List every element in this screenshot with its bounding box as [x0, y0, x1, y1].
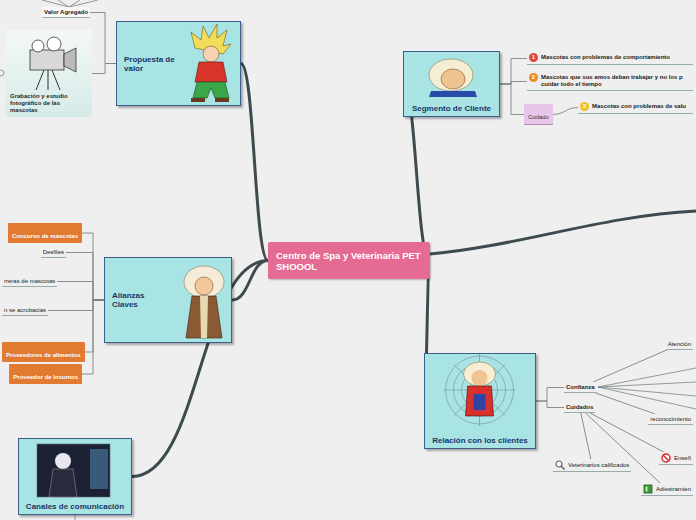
node-text: Enseñ	[674, 454, 691, 462]
illustration	[425, 354, 534, 447]
main-topic: Propuesta de valor	[116, 21, 241, 106]
main-topic: Relación con los clientes	[424, 353, 536, 449]
icon	[661, 453, 671, 463]
node-text: Veterinarios calificados	[568, 461, 629, 469]
subtopic: Proveedor de Insumos	[9, 364, 82, 384]
branch-line	[92, 64, 116, 74]
branch-line	[553, 108, 579, 115]
numbered-item: 1Mascotas con problemas de comportamient…	[527, 52, 693, 65]
branch-line	[430, 211, 696, 254]
subtopic: Veterinarios calificados	[553, 459, 631, 472]
subtopic: Desfiles	[41, 247, 66, 258]
node-text: Relación con los clientes	[432, 436, 528, 445]
node-text: Mascotas con problemas de comportamiento	[541, 53, 670, 61]
node-text: rreras de mascotas	[4, 277, 55, 285]
node-text: Alianzas Claves	[112, 291, 170, 309]
illustration	[19, 439, 130, 513]
central-topic: Centro de Spa y Veterinaria PET SHOOOL	[268, 242, 430, 279]
node-text: Grabación y estudio fotográfico de las m…	[10, 93, 88, 114]
node-text: Segmento de Cliente	[412, 104, 491, 113]
callout-number: 3	[580, 102, 589, 111]
node-text: Mascotas con problemas de salu	[592, 102, 686, 110]
node-text: n se acrobacias	[4, 306, 46, 314]
node-text: Propuesta de valor	[124, 55, 182, 73]
subtopic: Atención	[666, 339, 693, 350]
subtopic: n se acrobacias	[2, 305, 48, 316]
node-text: Desfiles	[43, 248, 64, 256]
image-topic: Grabación y estudio fotográfico de las m…	[6, 30, 92, 117]
callout-number: 1	[529, 53, 538, 62]
subtopic: reconocimiento	[648, 414, 693, 425]
main-branch	[241, 64, 268, 261]
numbered-item: 3Mascotas con problemas de salu	[578, 101, 693, 114]
node-text: Confianza	[566, 383, 595, 391]
subtopic: Confianza	[564, 382, 597, 393]
subtopic: Enseñ	[659, 452, 693, 465]
subtopic: Adiestramien	[641, 483, 693, 496]
node-text: Concurso de mascotas	[12, 233, 78, 239]
subtopic: rreras de mascotas	[2, 276, 57, 287]
numbered-item: 2Mascotas que sus amos deban trabajar y …	[527, 72, 693, 91]
branch-line	[90, 13, 116, 64]
subtopic: Proveedores de alimentos	[2, 342, 85, 362]
subtopic: Concurso de mascotas	[8, 223, 82, 243]
branch-line	[596, 393, 655, 414]
tag-box: Cuidado	[524, 104, 553, 125]
node-text: Canales de comunicación	[26, 502, 124, 511]
branch-line	[57, 282, 104, 301]
node-text: Proveedor de Insumos	[13, 374, 78, 380]
node-text: reconocimiento	[650, 415, 691, 423]
branch-line	[536, 401, 564, 408]
branch-line	[82, 300, 104, 374]
node-text: Centro de Spa y Veterinaria PET SHOOOL	[276, 250, 422, 272]
callout-number: 2	[529, 73, 538, 82]
branch-line	[48, 300, 104, 311]
branch-line	[536, 388, 564, 402]
icon	[643, 484, 653, 494]
node-text: Mascotas que sus amos deban trabajar y n…	[541, 73, 691, 88]
node-text: Cuidado	[528, 114, 549, 120]
node-text: Valor Agregado	[44, 8, 88, 16]
subtopic: Valor Agregado	[42, 7, 90, 18]
branch-line	[593, 350, 667, 382]
subtopic: Cuidados	[564, 402, 595, 413]
branch-line	[85, 300, 104, 352]
leader-lines	[42, 0, 696, 520]
node-text: Cuidados	[566, 403, 593, 411]
node-text: Proveedores de alimentos	[6, 352, 81, 358]
collapse-marker	[0, 70, 4, 76]
icon	[555, 460, 565, 470]
branch-line	[66, 253, 104, 301]
node-text: Adiestramien	[656, 485, 691, 493]
branch-line	[500, 84, 524, 115]
branch-line	[581, 413, 591, 459]
node-text: Atención	[668, 340, 691, 348]
main-topic: Segmento de Cliente	[403, 51, 500, 117]
main-topic: Alianzas Claves	[104, 257, 232, 343]
branch-line	[500, 59, 527, 85]
main-topic: Canales de comunicación	[18, 438, 132, 515]
